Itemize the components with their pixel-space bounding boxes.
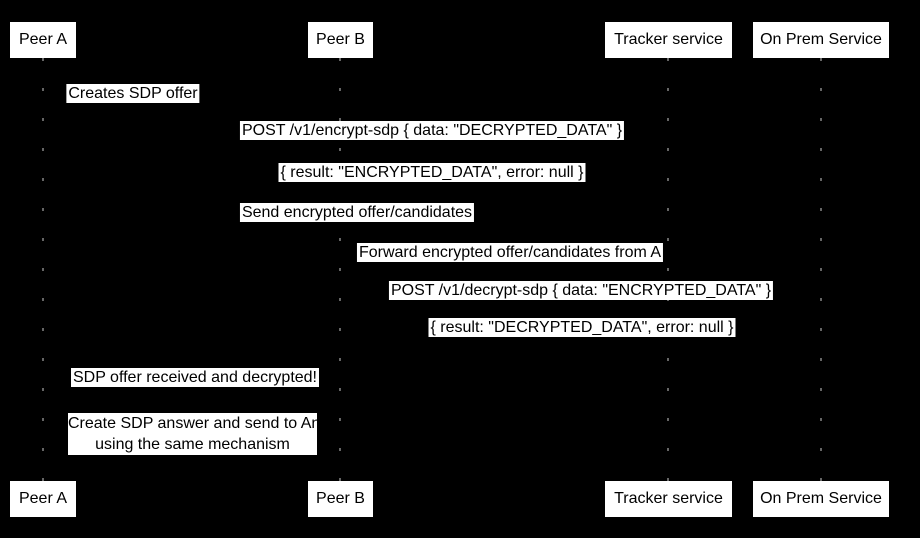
lifeline-peer-a bbox=[42, 58, 44, 481]
note-line: Create SDP answer and send to An bbox=[68, 415, 321, 432]
lifeline-peer-b bbox=[339, 58, 341, 481]
message-creates-sdp-offer: Creates SDP offer bbox=[66, 84, 200, 103]
actor-peer-a-top: Peer A bbox=[10, 22, 76, 58]
actor-label: Peer A bbox=[18, 490, 68, 507]
message-post-decrypt-sdp: POST /v1/decrypt-sdp { data: "ENCRYPTED_… bbox=[388, 281, 774, 300]
actor-label: On Prem Service bbox=[760, 490, 882, 507]
message-sdp-offer-received: SDP offer received and decrypted! bbox=[71, 368, 319, 387]
message-send-encrypted-offer: Send encrypted offer/candidates bbox=[239, 203, 475, 222]
actor-label: On Prem Service bbox=[760, 31, 882, 48]
actor-peer-b-top: Peer B bbox=[308, 22, 373, 58]
actor-tracker-service-bottom: Tracker service bbox=[605, 481, 732, 517]
message-result-encrypted-data: { result: "ENCRYPTED_DATA", error: null … bbox=[278, 163, 586, 182]
actor-tracker-service-top: Tracker service bbox=[605, 22, 732, 58]
message-result-decrypted-data: { result: "DECRYPTED_DATA", error: null … bbox=[428, 318, 736, 337]
lifeline-tracker-service bbox=[667, 58, 669, 481]
actor-peer-b-bottom: Peer B bbox=[308, 481, 373, 517]
actor-label: Peer B bbox=[316, 31, 365, 48]
actor-on-prem-service-bottom: On Prem Service bbox=[753, 481, 889, 517]
note-line: using the same mechanism bbox=[95, 436, 290, 453]
actor-label: Tracker service bbox=[614, 31, 723, 48]
message-forward-encrypted-offer: Forward encrypted offer/candidates from … bbox=[356, 243, 664, 262]
actor-label: Tracker service bbox=[614, 490, 723, 507]
actor-label: Peer B bbox=[316, 490, 365, 507]
actor-peer-a-bottom: Peer A bbox=[10, 481, 76, 517]
note-create-sdp-answer: Create SDP answer and send to An using t… bbox=[68, 413, 321, 455]
actor-on-prem-service-top: On Prem Service bbox=[753, 22, 889, 58]
actor-label: Peer A bbox=[18, 31, 68, 48]
lifeline-on-prem-service bbox=[820, 58, 822, 481]
message-post-encrypt-sdp: POST /v1/encrypt-sdp { data: "DECRYPTED_… bbox=[239, 121, 625, 140]
